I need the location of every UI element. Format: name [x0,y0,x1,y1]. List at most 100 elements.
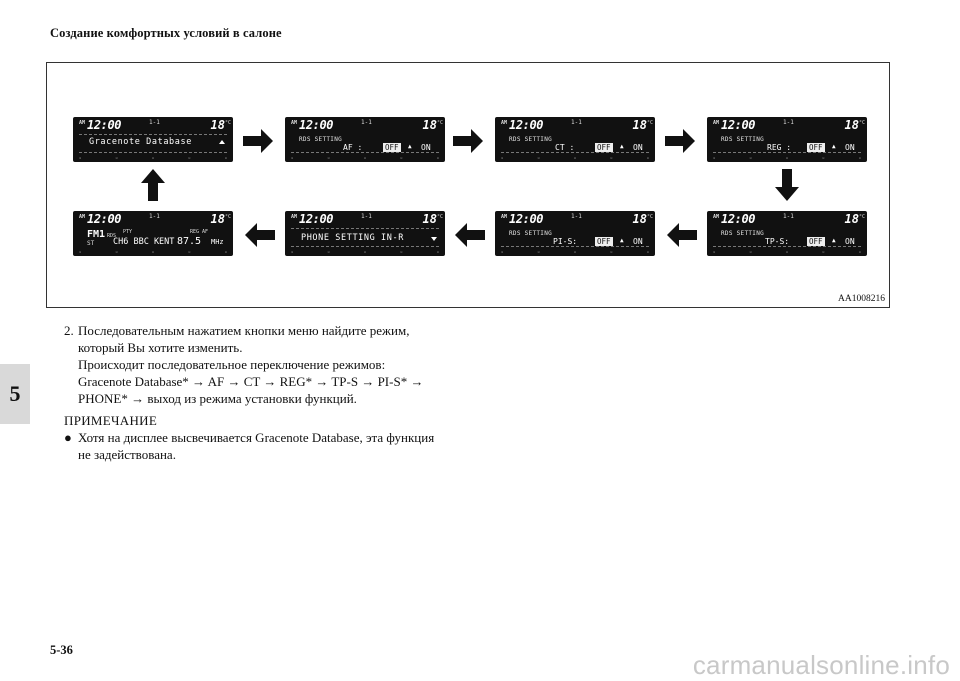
temperature: 18 [210,118,225,132]
up-arrow-icon: ▲ [620,237,624,244]
lcd-ct: AM 12:00 1-1 18 °C RDS SETTING CT : OFF … [495,117,655,162]
divider [713,152,861,153]
clock: 12:00 [721,212,756,226]
rds-setting-label: RDS SETTING [509,230,553,237]
arrow-left-icon [455,223,485,247]
divider [291,246,439,247]
note-line: не задействована. [78,447,176,462]
note-item: ● Хотя на дисплее высвечивается Gracenot… [64,429,464,463]
temperature: 18 [844,212,859,226]
arrow-down-icon [775,169,799,201]
divider [291,228,439,229]
bullet-icon: ● [64,430,72,445]
on-value: ON [421,143,431,152]
band-label: FM1 [87,229,106,240]
reg-af-indicator: REG AF [190,229,209,235]
display-text: PHONE SETTING IN-R [301,233,404,243]
am-indicator: AM [291,214,298,220]
rds-setting-label: RDS SETTING [509,136,553,143]
clock: 12:00 [87,212,122,226]
am-indicator: AM [501,120,508,126]
on-value: ON [845,237,855,246]
button-strip: ▫▫▫▫▫ [291,249,439,254]
clock: 12:00 [299,118,334,132]
lcd-reg: AM 12:00 1-1 18 °C RDS SETTING REG : OFF… [707,117,867,162]
rds-setting-label: RDS SETTING [721,230,765,237]
off-value: OFF [383,143,401,152]
step-number: 2. [64,323,74,338]
button-strip: ▫▫▫▫▫ [291,155,439,160]
off-value: OFF [595,237,613,246]
lcd-gracenote: AM 12:00 1-1 18 °C Gracenote Database ▫▫… [73,117,233,162]
instruction-step: 2. Последовательным нажатием кнопки меню… [64,322,464,407]
am-indicator: AM [713,214,720,220]
off-value: OFF [807,237,825,246]
button-strip: ▫▫▫▫▫ [713,155,861,160]
disc-track: 1-1 [571,119,582,126]
temperature-unit: °C [436,214,443,220]
temperature-unit: °C [646,214,653,220]
frequency: 87.5 [177,236,202,247]
am-indicator: AM [79,120,86,126]
up-arrow-icon: ▲ [832,237,836,244]
on-value: ON [633,143,643,152]
disc-track: 1-1 [783,213,794,220]
am-indicator: AM [291,120,298,126]
temperature: 18 [632,212,647,226]
arrow-left-icon [667,223,697,247]
arrow-right-icon [665,129,695,153]
instruction-line: PHONE* → выход из режима установки функц… [78,391,357,406]
up-arrow-icon: ▲ [408,143,412,150]
figure-code: AA1008216 [838,294,885,304]
divider [501,246,649,247]
button-strip: ▫▫▫▫▫ [501,155,649,160]
temperature-unit: °C [224,214,231,220]
disc-track: 1-1 [571,213,582,220]
disc-track: 1-1 [783,119,794,126]
divider [713,246,861,247]
am-indicator: AM [501,214,508,220]
button-strip: ▫▫▫▫▫ [713,249,861,254]
temperature-unit: °C [858,214,865,220]
chapter-tab: 5 [0,364,30,424]
lcd-radio: AM 12:00 1-1 18 °C FM1 RDS PTY REG AF ST… [73,211,233,256]
instruction-line: Происходит последовательное переключение… [78,357,386,372]
setting-param: AF : [343,143,363,152]
on-value: ON [845,143,855,152]
on-value: ON [633,237,643,246]
station-name: CH6 BBC KENT [113,237,175,247]
temperature: 18 [210,212,225,226]
stereo-indicator: ST [87,240,95,247]
lcd-pi-s: AM 12:00 1-1 18 °C RDS SETTING PI-S: OFF… [495,211,655,256]
divider [79,134,227,135]
off-value: OFF [595,143,613,152]
temperature-unit: °C [858,120,865,126]
arrow-up-icon [141,169,165,201]
note-line: Хотя на дисплее высвечивается Gracenote … [78,430,435,445]
page-number: 5-36 [50,643,73,657]
temperature-unit: °C [436,120,443,126]
arrow-right-icon [453,129,483,153]
am-indicator: AM [713,120,720,126]
rds-setting-label: RDS SETTING [299,136,343,143]
rds-indicator: RDS [107,233,117,239]
up-arrow-icon [219,140,225,144]
setting-param: CT : [555,143,575,152]
disc-track: 1-1 [361,213,372,220]
lcd-tp-s: AM 12:00 1-1 18 °C RDS SETTING TP-S: OFF… [707,211,867,256]
disc-track: 1-1 [149,213,160,220]
clock: 12:00 [87,118,122,132]
button-strip: ▫▫▫▫▫ [501,249,649,254]
temperature: 18 [422,118,437,132]
note-title: ПРИМЕЧАНИЕ [64,413,158,428]
temperature: 18 [422,212,437,226]
instruction-line: Последовательным нажатием кнопки меню на… [78,323,410,338]
watermark: carmanualsonline.info [692,650,950,680]
arrow-left-icon [245,223,275,247]
temperature-unit: °C [224,120,231,126]
clock: 12:00 [721,118,756,132]
temperature: 18 [632,118,647,132]
rds-setting-label: RDS SETTING [721,136,765,143]
off-value: OFF [807,143,825,152]
display-sequence-figure: AM 12:00 1-1 18 °C Gracenote Database ▫▫… [46,62,890,308]
